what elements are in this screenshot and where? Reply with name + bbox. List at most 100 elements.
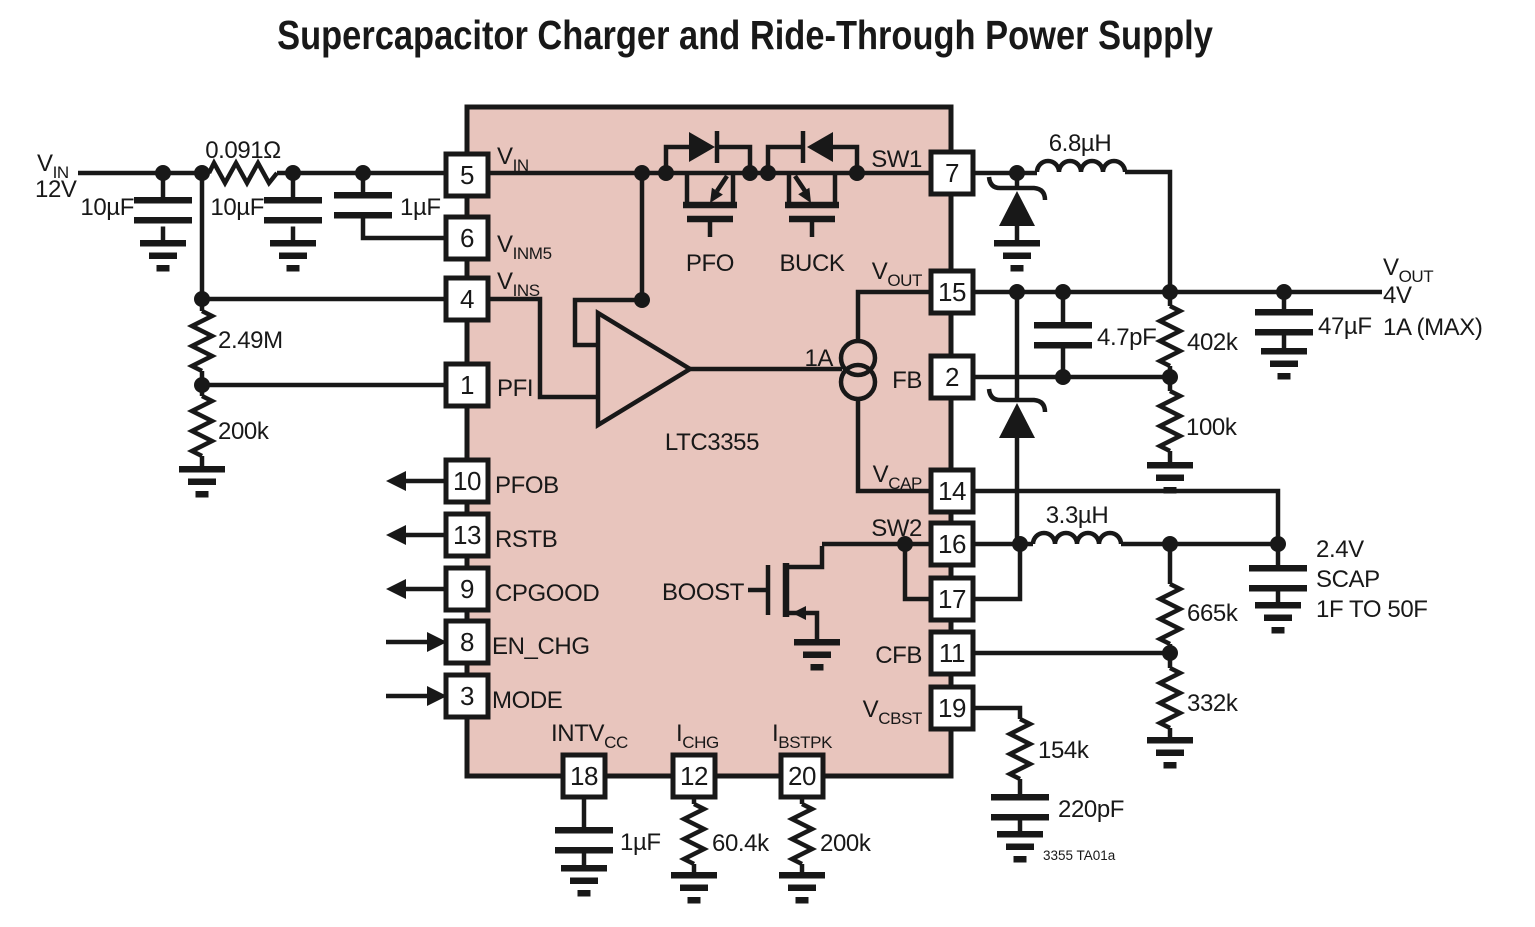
pin-17: 17	[931, 578, 973, 620]
rcfb-bot-value: 332k	[1187, 690, 1239, 717]
charge-current-source	[838, 338, 878, 402]
feedforward-cap	[1034, 322, 1092, 349]
l-buck-value: 6.8µH	[1049, 130, 1112, 157]
svg-text:20: 20	[788, 761, 816, 791]
page-title: Supercapacitor Charger and Ride-Through …	[277, 12, 1213, 58]
rdiv-top-value: 2.49M	[218, 327, 283, 354]
pfi-divider-top-resistor	[192, 311, 212, 371]
vout-label: VOUT	[1383, 254, 1433, 286]
rfb-bot-value: 100k	[1186, 414, 1238, 441]
input-cap-1	[134, 197, 192, 224]
rstb-out-arrow	[386, 525, 447, 545]
pin3-name: MODE	[492, 687, 562, 714]
ichg-resistor	[684, 804, 704, 864]
svg-text:5: 5	[460, 160, 474, 190]
pin-20: 20	[781, 755, 823, 797]
cin3-value: 1µF	[400, 194, 441, 221]
pin-1: 1	[446, 364, 488, 406]
ground-symbol	[1261, 348, 1307, 380]
ground-symbol	[179, 466, 225, 498]
pin2-name: FB	[892, 367, 922, 394]
cbst-value: 220pF	[1058, 796, 1124, 823]
pin19-name: VCBST	[863, 696, 922, 728]
ground-symbol	[140, 240, 186, 272]
l-boost-value: 3.3µH	[1046, 502, 1109, 529]
components	[134, 131, 1313, 904]
pin-18: 18	[563, 755, 605, 797]
pin9-name: CPGOOD	[495, 580, 599, 607]
pin15-name: VOUT	[872, 258, 922, 290]
svg-text:6: 6	[460, 223, 474, 253]
vin-label: VIN	[37, 150, 69, 182]
pfi-comparator	[595, 308, 695, 430]
pin1-name: PFI	[497, 375, 533, 402]
pfo-mosfet	[663, 131, 753, 237]
pin-11: 11	[931, 632, 973, 674]
ground-symbol	[1147, 737, 1193, 769]
fb-bottom-resistor	[1160, 391, 1180, 451]
pin-3: 3	[446, 675, 488, 717]
svg-text:2: 2	[945, 362, 959, 392]
svg-text:8: 8	[460, 627, 474, 657]
svg-text:9: 9	[460, 574, 474, 604]
pin5-name: VIN	[497, 143, 529, 175]
vcbst-cap	[991, 794, 1049, 821]
ground-symbol	[561, 865, 607, 897]
buck-label: BUCK	[779, 250, 844, 277]
vout-value: 4V	[1383, 282, 1412, 309]
svg-text:1: 1	[460, 370, 474, 400]
svg-text:12: 12	[680, 761, 708, 791]
scap-range: 1F TO 50F	[1316, 596, 1428, 623]
pin-12: 12	[673, 755, 715, 797]
ground-symbol	[994, 240, 1040, 272]
svg-text:16: 16	[938, 529, 966, 559]
pfo-label: PFO	[686, 250, 734, 277]
pin-6: 6	[446, 217, 488, 259]
ground-symbol	[779, 872, 825, 904]
figure-tag: 3355 TA01a	[1043, 848, 1116, 863]
ribstpk-value: 200k	[820, 830, 872, 857]
pin-13: 13	[446, 514, 488, 556]
cin1-value: 10µF	[80, 194, 134, 221]
pin-5: 5	[446, 154, 488, 196]
output-cap	[1255, 309, 1313, 336]
sense-resistor	[209, 163, 277, 183]
pin-15: 15	[931, 271, 973, 313]
pin18-name: INTVCC	[551, 720, 628, 752]
svg-text:3: 3	[460, 681, 474, 711]
svg-text:18: 18	[570, 761, 598, 791]
pin11-name: CFB	[875, 642, 922, 669]
svg-text:19: 19	[938, 693, 966, 723]
vinm5-cap	[334, 192, 392, 219]
pin-9: 9	[446, 568, 488, 610]
pin-16: 16	[931, 523, 973, 565]
labels: VIN 12V 0.091Ω 10µF 10µF 1µF 2.49M 200k …	[35, 130, 1483, 863]
scap-voltage: 2.4V	[1316, 536, 1364, 563]
pin-10: 10	[446, 460, 488, 502]
fb-top-resistor	[1160, 306, 1180, 366]
cfb-top-resistor	[1160, 584, 1180, 644]
pin12-name: ICHG	[676, 720, 719, 752]
mode-in-arrow	[386, 686, 447, 706]
isrc-label: 1A	[804, 345, 833, 372]
vout-max: 1A (MAX)	[1383, 314, 1483, 341]
wires	[78, 169, 1382, 872]
svg-text:15: 15	[938, 277, 966, 307]
pin13-name: RSTB	[495, 526, 557, 553]
richg-value: 60.4k	[712, 830, 770, 857]
svg-text:7: 7	[945, 158, 959, 188]
cpgood-out-arrow	[386, 579, 447, 599]
pin16-name: SW2	[871, 515, 922, 542]
ground-symbol	[1255, 602, 1301, 634]
pin-2: 2	[931, 356, 973, 398]
pin14-name: VCAP	[873, 461, 922, 493]
svg-text:17: 17	[938, 584, 966, 614]
vcbst-resistor	[1010, 719, 1030, 779]
boost-label: BOOST	[662, 579, 745, 606]
pin-14: 14	[931, 470, 973, 512]
svg-text:13: 13	[453, 520, 481, 550]
pin4-name: VINS	[497, 268, 540, 300]
svg-text:4: 4	[460, 284, 474, 314]
ibstpk-resistor	[792, 804, 812, 864]
